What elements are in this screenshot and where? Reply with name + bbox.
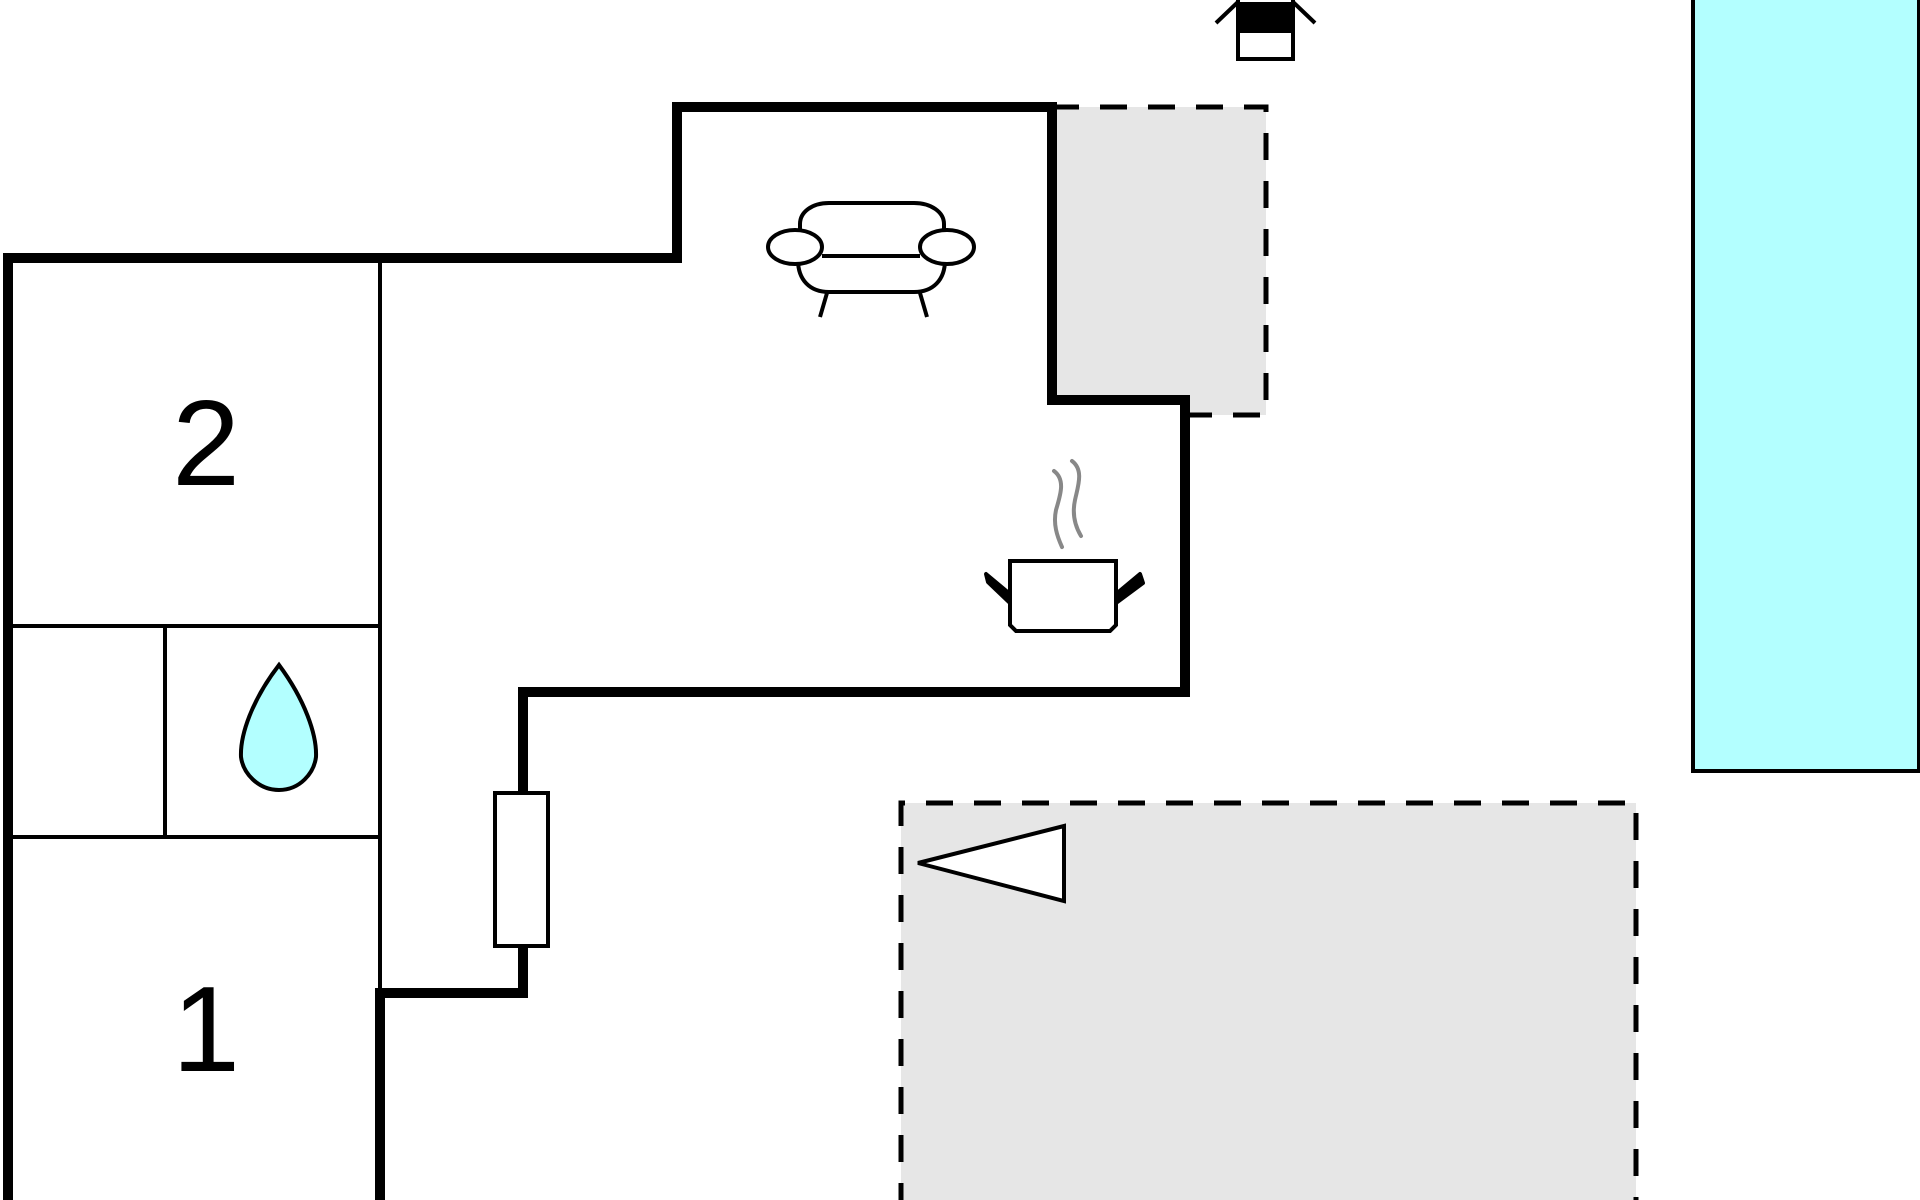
grill-icon [1214, 0, 1317, 61]
door-icon [493, 791, 550, 948]
swimming-pool [1691, 0, 1920, 773]
lower-terrace-border [898, 800, 1639, 1200]
interior-walls [8, 258, 382, 993]
room-label-2: 2 [172, 375, 240, 511]
exterior-walls [3, 102, 1190, 1200]
sofa-icon [766, 201, 976, 318]
upper-terrace-border [1052, 104, 1269, 418]
room-label-1: 1 [172, 961, 240, 1097]
water-drop-icon [238, 661, 319, 793]
cooking-pot-icon [984, 459, 1145, 633]
triangle-icon [917, 823, 1066, 904]
upper-terrace [1047, 107, 1266, 415]
